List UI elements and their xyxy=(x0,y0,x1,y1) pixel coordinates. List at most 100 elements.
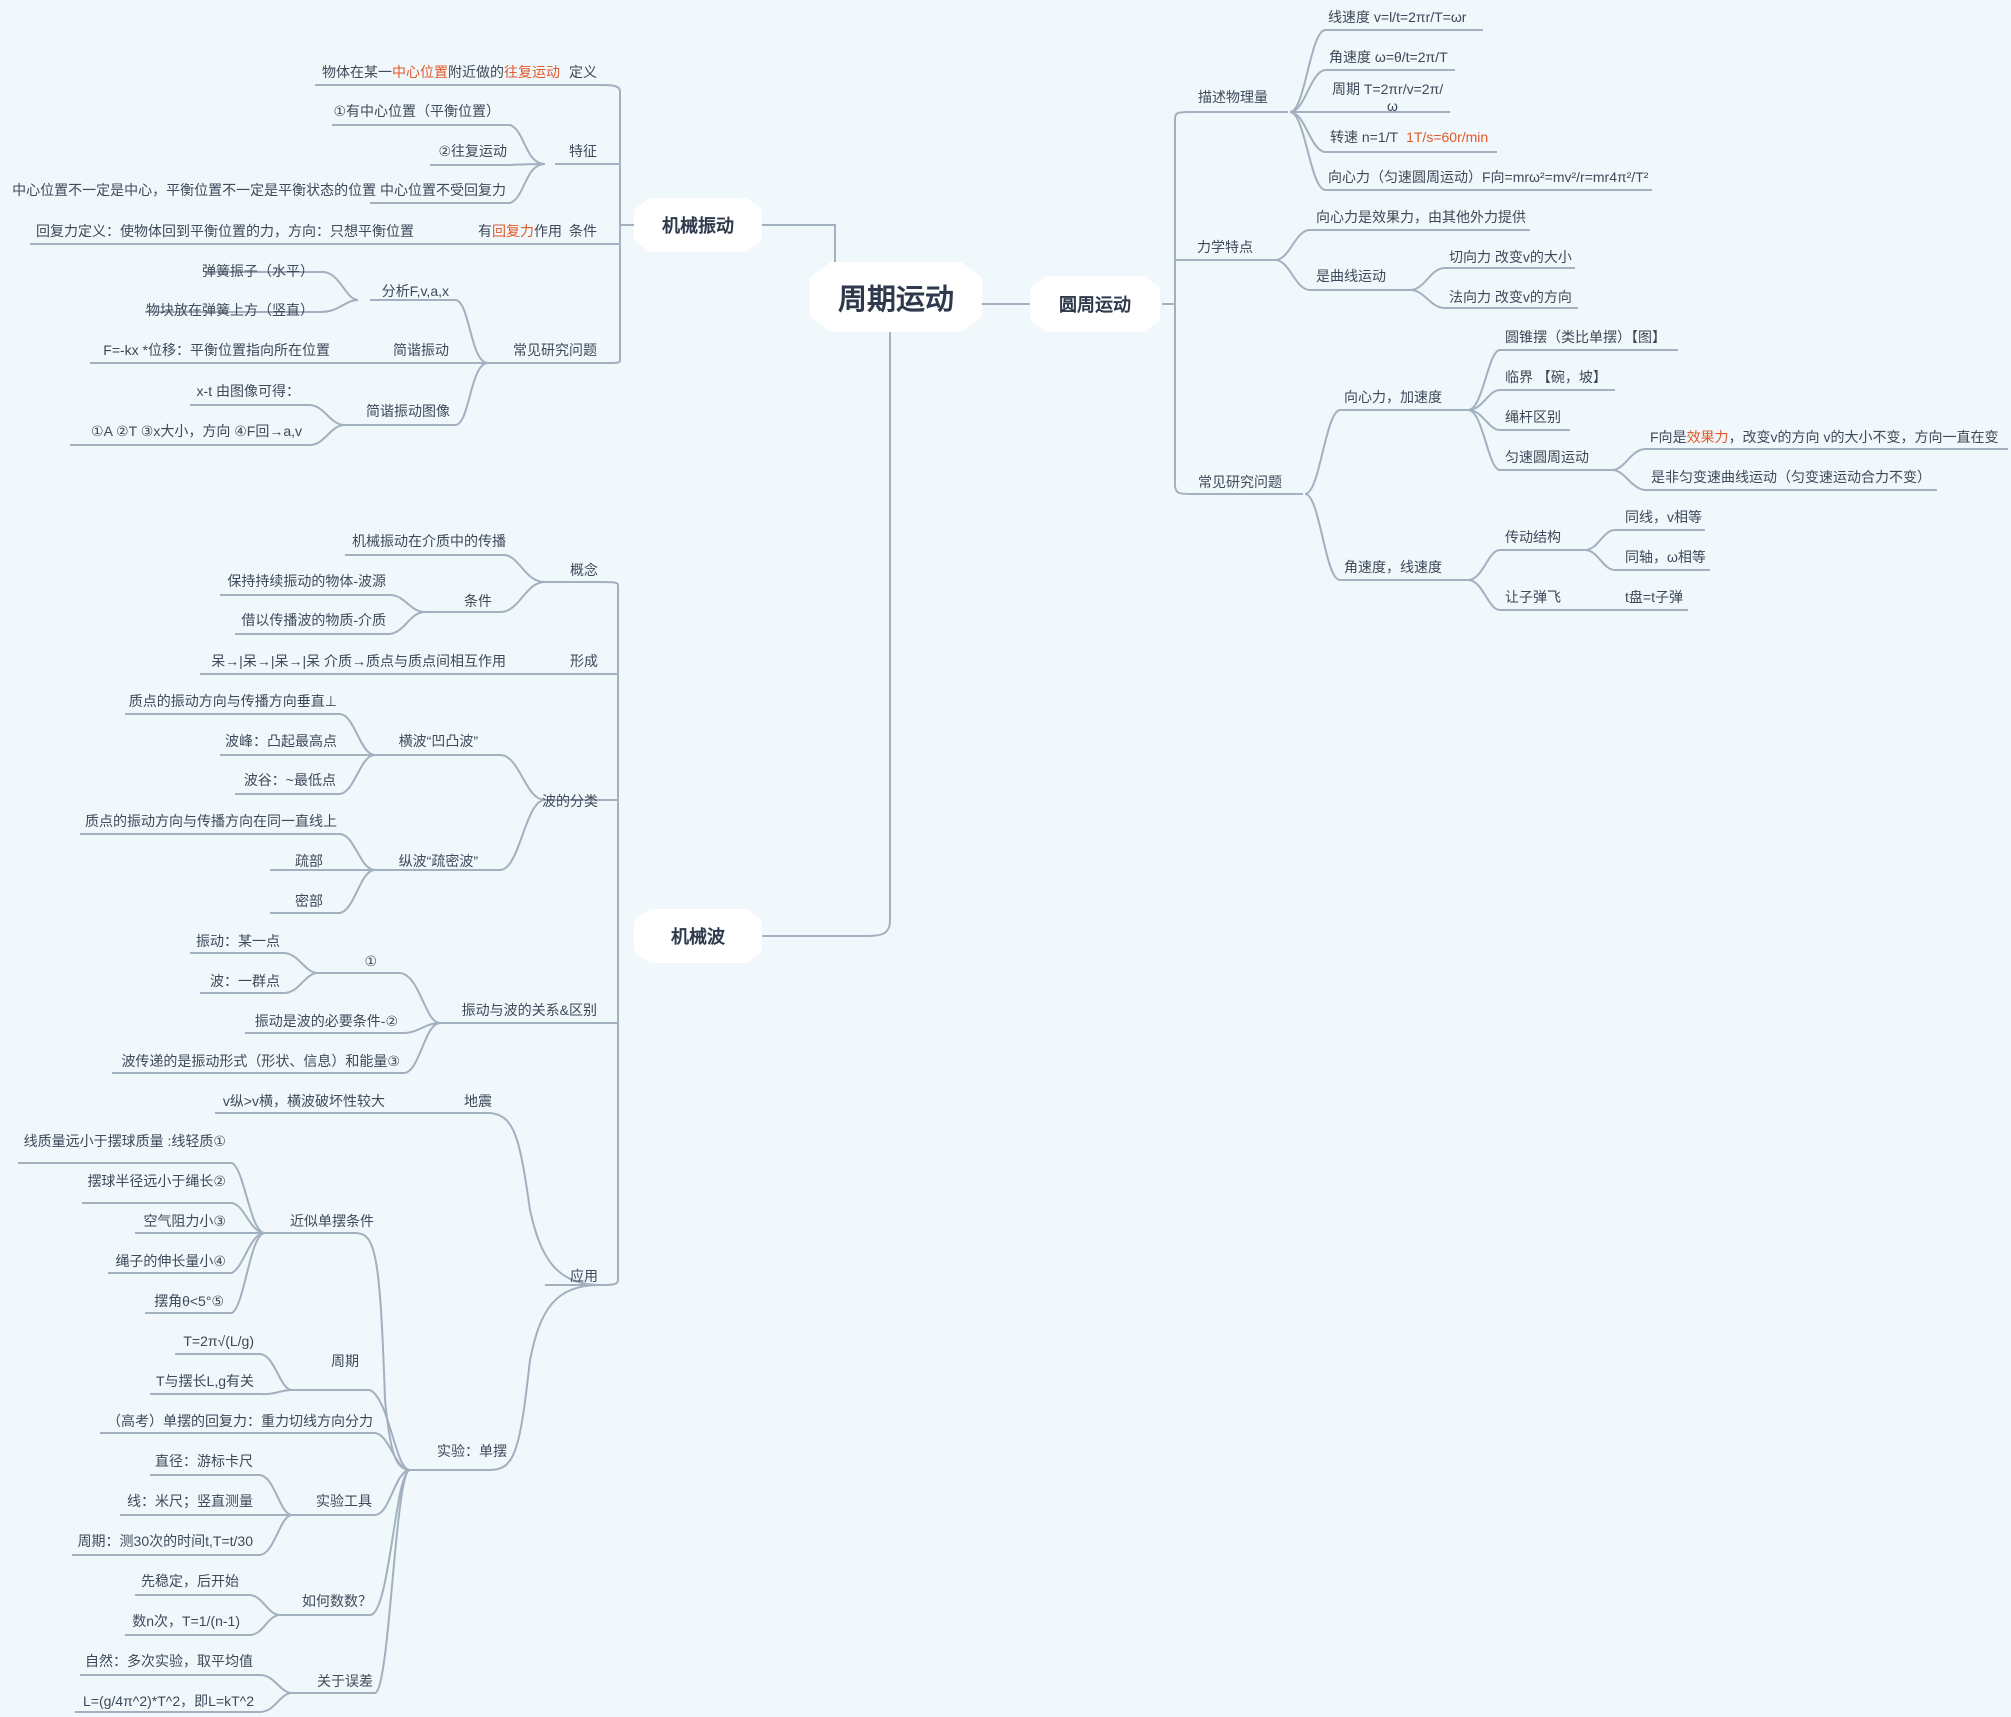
uniform-circular-label[interactable]: 匀速圆周运动 xyxy=(1505,449,1589,465)
quantity-item[interactable]: 向心力（匀速圆周运动）F向=mrω²=mv²/r=mr4π²/T² xyxy=(1328,169,1649,185)
earthquake-text[interactable]: v纵>v横，横波破坏性较大 xyxy=(222,1093,385,1109)
definition-label[interactable]: 定义 xyxy=(569,64,597,80)
branch-mechanical-wave[interactable]: 机械波 xyxy=(634,909,762,963)
transverse-item[interactable]: 波峰：凸起最高点 xyxy=(225,733,337,749)
rotation-speed-highlight: 1T/s=60r/min xyxy=(1406,129,1489,145)
analysis-item[interactable]: 物块放在弹簧上方（竖直） xyxy=(146,302,314,318)
quantity-item[interactable]: ω xyxy=(1387,98,1398,114)
uniform-highlight: 效果力 xyxy=(1686,429,1729,445)
feature-label[interactable]: 特征 xyxy=(569,143,597,159)
formation-text[interactable]: 呆→|呆→|呆→|呆 介质→质点与质点间相互作用 xyxy=(211,653,506,669)
relation-one-item[interactable]: 振动：某一点 xyxy=(196,933,280,949)
transmission-label[interactable]: 传动结构 xyxy=(1505,529,1561,545)
formation-label[interactable]: 形成 xyxy=(570,653,598,669)
quantity-item[interactable]: 线速度 v=l/t=2πr/T=ωr xyxy=(1328,9,1467,25)
mechanics-label[interactable]: 力学特点 xyxy=(1197,239,1253,255)
gaokao-restoring-force[interactable]: （高考）单摆的回复力：重力切线方向分力 xyxy=(107,1413,373,1429)
period-label[interactable]: 周期 xyxy=(331,1353,359,1369)
application-label[interactable]: 应用 xyxy=(570,1268,598,1284)
tools-item[interactable]: 线：米尺；竖直测量 xyxy=(127,1493,253,1509)
concept-text[interactable]: 机械振动在介质中的传播 xyxy=(352,533,506,549)
curvilinear-label[interactable]: 是曲线运动 xyxy=(1316,268,1386,284)
quantity-item[interactable]: 角速度 ω=θ/t=2π/T xyxy=(1329,49,1448,65)
angular-linear-label[interactable]: 角速度，线速度 xyxy=(1344,559,1442,575)
bullet-item[interactable]: t盘=t子弹 xyxy=(1625,589,1683,605)
condition-highlight: 回复力 xyxy=(492,223,534,239)
shm-graph-label[interactable]: 简谐振动图像 xyxy=(366,403,450,419)
shm-label[interactable]: 简谐振动 xyxy=(393,342,449,358)
circular-common-label[interactable]: 常见研究问题 xyxy=(1198,474,1282,490)
approx-item[interactable]: 绳子的伸长量小④ xyxy=(115,1253,226,1269)
restoring-force-note[interactable]: 回复力定义：使物体回到平衡位置的力，方向：只想平衡位置 xyxy=(36,223,414,239)
approx-item[interactable]: 空气阻力小③ xyxy=(143,1213,226,1229)
relation-one-item[interactable]: 波：一群点 xyxy=(210,973,280,989)
uniform-item[interactable]: 是非匀变速曲线运动（匀变速运动合力不变） xyxy=(1651,469,1931,485)
relation-label[interactable]: 振动与波的关系&区别 xyxy=(461,1002,597,1018)
condition-label[interactable]: 条件 xyxy=(569,223,597,239)
error-item[interactable]: 自然：多次实验，取平均值 xyxy=(85,1653,253,1669)
acceleration-label[interactable]: 向心力，加速度 xyxy=(1344,389,1442,405)
transmission-item[interactable]: 同线，v相等 xyxy=(1625,509,1702,525)
approx-pendulum-label[interactable]: 近似单摆条件 xyxy=(290,1213,374,1229)
approx-item[interactable]: 线质量远小于摆球质量 :线轻质① xyxy=(23,1133,226,1149)
wave-condition-label[interactable]: 条件 xyxy=(464,593,492,609)
transverse-item[interactable]: 波谷：~最低点 xyxy=(243,772,336,788)
feature-item[interactable]: ②往复运动 xyxy=(438,143,507,159)
counting-item[interactable]: 数n次，T=1/(n-1) xyxy=(132,1613,240,1629)
condition-text[interactable]: 有回复力作用 xyxy=(478,223,562,239)
uniform-part: F向是 xyxy=(1650,429,1687,445)
longitudinal-item[interactable]: 疏部 xyxy=(295,853,323,869)
root-topic[interactable]: 周期运动 xyxy=(810,262,982,332)
period-item[interactable]: T=2π√(L/g) xyxy=(183,1333,254,1349)
mechanics-item[interactable]: 向心力是效果力，由其他外力提供 xyxy=(1316,209,1526,225)
analysis-item[interactable]: 弹簧振子（水平） xyxy=(202,263,314,279)
acceleration-item[interactable]: 圆锥摆（类比单摆）【图】 xyxy=(1505,329,1666,345)
definition-part: 物体在某一 xyxy=(322,64,392,80)
feature-item[interactable]: ①有中心位置（平衡位置） xyxy=(333,103,500,119)
transverse-wave-label[interactable]: 横波“凹凸波” xyxy=(398,733,478,749)
longitudinal-item[interactable]: 质点的振动方向与传播方向在同一直线上 xyxy=(85,813,337,829)
transverse-item[interactable]: 质点的振动方向与传播方向垂直⊥ xyxy=(128,693,337,709)
analysis-label[interactable]: 分析F,v,a,x xyxy=(381,283,449,299)
pendulum-experiment-label[interactable]: 实验：单摆 xyxy=(437,1443,507,1459)
relation-one-label[interactable]: ① xyxy=(364,953,377,969)
graph-item[interactable]: ①A ②T ③x大小，方向 ④F回→a,v xyxy=(91,423,302,439)
counting-label[interactable]: 如何数数？ xyxy=(302,1593,372,1609)
approx-item[interactable]: 摆角θ<5°⑤ xyxy=(154,1293,224,1309)
transmission-item[interactable]: 同轴，ω相等 xyxy=(1625,549,1706,565)
graph-item[interactable]: x-t 由图像可得： xyxy=(196,383,300,399)
longitudinal-wave-label[interactable]: 纵波“疏密波” xyxy=(398,853,478,869)
earthquake-label[interactable]: 地震 xyxy=(464,1093,492,1109)
tools-item[interactable]: 周期：测30次的时间t,T=t/30 xyxy=(77,1533,253,1549)
condition-part: 作用 xyxy=(534,223,562,239)
approx-item[interactable]: 摆球半径远小于绳长② xyxy=(87,1173,226,1189)
common-problems-label[interactable]: 常见研究问题 xyxy=(513,342,597,358)
longitudinal-item[interactable]: 密部 xyxy=(295,893,323,909)
relation-item[interactable]: 波传递的是振动形式（形状、信息）和能量③ xyxy=(121,1053,400,1069)
relation-item[interactable]: 振动是波的必要条件-② xyxy=(254,1013,398,1029)
wave-condition-item[interactable]: 保持持续振动的物体-波源 xyxy=(227,573,386,589)
period-item[interactable]: T与摆长L,g有关 xyxy=(155,1373,254,1389)
feature-item[interactable]: 中心位置不一定是中心，平衡位置不一定是平衡状态的位置 中心位置不受回复力 xyxy=(12,182,506,198)
tools-item[interactable]: 直径：游标卡尺 xyxy=(155,1453,253,1469)
shm-note[interactable]: F=-kx *位移：平衡位置指向所在位置 xyxy=(103,342,330,358)
branch-circular-motion[interactable]: 圆周运动 xyxy=(1030,276,1160,332)
wave-classification-label[interactable]: 波的分类 xyxy=(542,793,598,809)
bullet-label[interactable]: 让子弹飞 xyxy=(1505,589,1561,605)
describe-quantities-label[interactable]: 描述物理量 xyxy=(1198,89,1268,105)
error-label[interactable]: 关于误差 xyxy=(317,1673,373,1689)
tools-label[interactable]: 实验工具 xyxy=(316,1493,372,1509)
quantity-item[interactable]: 周期 T=2πr/v=2π/ xyxy=(1332,81,1444,97)
curvilinear-item[interactable]: 切向力 改变v的大小 xyxy=(1449,249,1572,265)
concept-label[interactable]: 概念 xyxy=(570,562,598,578)
branch-mechanical-vibration[interactable]: 机械振动 xyxy=(634,198,762,252)
curvilinear-item[interactable]: 法向力 改变v的方向 xyxy=(1449,289,1572,305)
uniform-item[interactable]: F向是效果力，改变v的方向 v的大小不变，方向一直在变 xyxy=(1650,429,1998,445)
error-item[interactable]: L=(g/4π^2)*T^2，即L=kT^2 xyxy=(83,1693,254,1709)
counting-item[interactable]: 先稳定，后开始 xyxy=(141,1573,239,1589)
wave-condition-item[interactable]: 借以传播波的物质-介质 xyxy=(241,612,386,628)
acceleration-item[interactable]: 临界 【碗，坡】 xyxy=(1505,369,1607,385)
acceleration-item[interactable]: 绳杆区别 xyxy=(1505,409,1561,425)
